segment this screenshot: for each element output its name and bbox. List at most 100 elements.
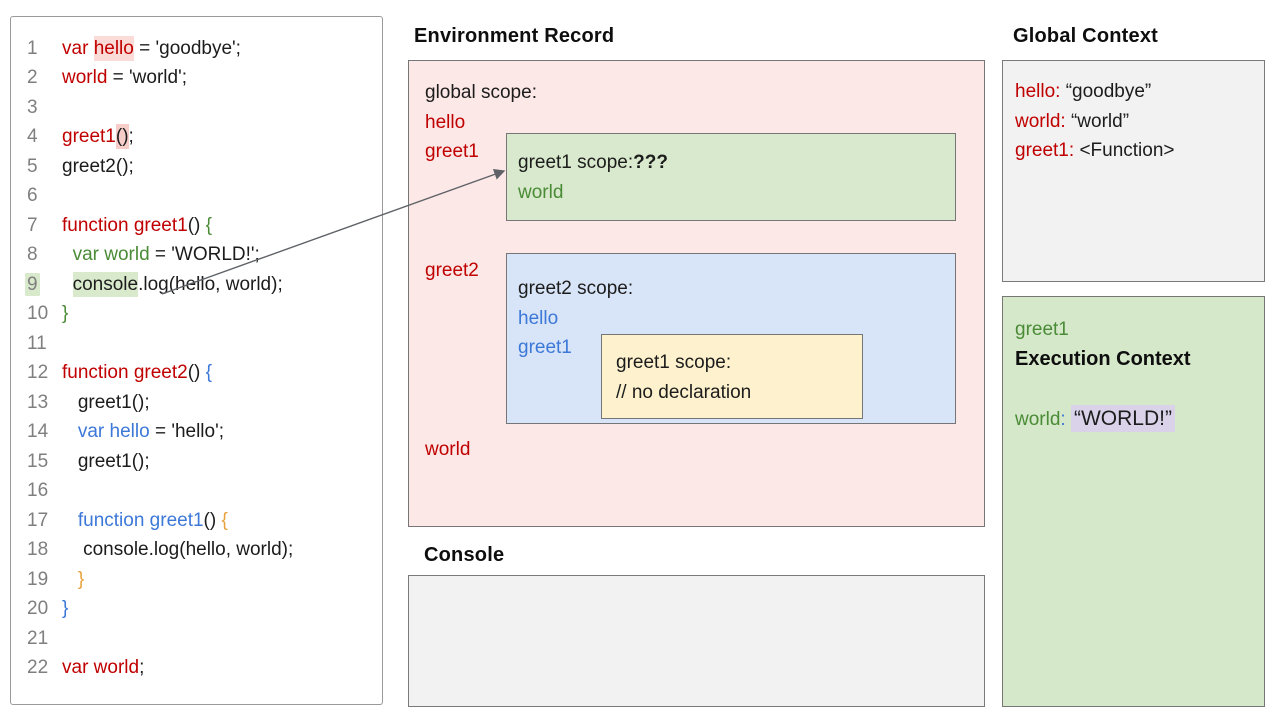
greet2-scope-var: greet1	[518, 337, 572, 358]
code-line-text: console.log(hello, world);	[62, 539, 293, 561]
code-segment: ()	[115, 124, 129, 150]
code-line-number: 19	[27, 568, 49, 590]
execution-context-box: greet1 Execution Context world: “WORLD!”	[1002, 296, 1265, 707]
code-line-text: }	[62, 598, 68, 620]
code-segment: world	[62, 67, 108, 89]
code-line: 11	[11, 329, 382, 359]
code-line-number: 2	[27, 67, 38, 89]
global-context-entries: hello: “goodbye”world: “world”greet1: <F…	[1015, 77, 1175, 166]
greet1-scope-var: world	[518, 181, 564, 203]
console-output-box	[408, 575, 985, 707]
code-segment: function greet1	[62, 214, 188, 236]
code-line: 21	[11, 624, 382, 654]
code-line-text: function greet2() {	[62, 362, 212, 384]
inner-greet1-scope-comment: // no declaration	[616, 381, 752, 403]
code-segment: greet1	[62, 126, 116, 148]
code-segment	[62, 242, 73, 267]
code-line: 9 console.log(hello, world);	[11, 270, 382, 300]
code-segment: hello	[93, 35, 134, 61]
code-segment: }	[77, 568, 85, 590]
code-line: 17 function greet1() {	[11, 506, 382, 536]
execution-context-entry: world: “WORLD!”	[1015, 404, 1191, 435]
code-segment: ()	[187, 214, 206, 236]
code-line-text: var world = 'WORLD!';	[62, 244, 260, 266]
code-line: 10}	[11, 300, 382, 330]
context-entry-value: “goodbye”	[1065, 81, 1152, 102]
code-segment: = 'hello';	[149, 421, 225, 443]
code-line: 6	[11, 182, 382, 212]
code-line-number: 11	[27, 332, 47, 354]
code-line-text: greet1();	[62, 124, 134, 150]
code-line-number: 10	[27, 303, 49, 325]
code-line-number: 7	[27, 214, 38, 236]
code-line-text: }	[62, 303, 68, 325]
code-segment: = 'goodbye';	[133, 37, 241, 59]
code-segment: .log(hello, world);	[138, 273, 283, 295]
greet2-scope-title: greet2 scope:	[518, 278, 634, 299]
code-segment: ;	[139, 657, 145, 679]
context-entry: greet1: <Function>	[1015, 136, 1175, 166]
code-segment: {	[205, 214, 212, 236]
code-line-number: 3	[27, 96, 38, 118]
environment-record-title: Environment Record	[414, 25, 615, 47]
code-segment: var world	[62, 657, 140, 679]
execution-context-value: “WORLD!”	[1070, 404, 1175, 432]
greet2-var-label: greet2	[425, 260, 479, 281]
console-title: Console	[424, 544, 505, 566]
execution-context-fn-name: greet1	[1015, 319, 1069, 340]
code-line: 16	[11, 477, 382, 507]
code-line: 13 greet1();	[11, 388, 382, 418]
code-segment: var hello	[77, 421, 150, 443]
code-line-number: 9	[25, 272, 40, 296]
code-line: 14 var hello = 'hello';	[11, 418, 382, 448]
code-line: 2 world = 'world';	[11, 64, 382, 94]
code-line-number: 22	[27, 657, 49, 679]
code-line: 3	[11, 93, 382, 123]
code-segment	[62, 272, 73, 297]
code-segment: greet1();	[62, 391, 150, 413]
code-line-text: }	[62, 569, 84, 591]
code-segment: }	[62, 598, 69, 620]
code-segment: ;	[128, 126, 134, 148]
execution-context-colon: :	[1060, 408, 1066, 430]
code-line-text: greet1();	[62, 392, 150, 414]
code-line-text: greet2();	[62, 156, 134, 178]
code-line: 5 greet2();	[11, 152, 382, 182]
code-segment: = 'world';	[107, 67, 187, 89]
code-segment: }	[62, 303, 69, 325]
code-segment	[62, 567, 78, 592]
code-line: 22 var world;	[11, 654, 382, 684]
global-var-label: hello	[425, 111, 466, 133]
context-entry-value: <Function>	[1079, 140, 1175, 161]
code-line-number: 1	[27, 37, 38, 59]
code-segment: {	[221, 509, 228, 531]
global-scope-label: global scope:	[425, 82, 537, 103]
context-entry-key: world:	[1015, 110, 1071, 132]
code-line-text: function greet1() {	[62, 215, 212, 237]
code-line-text: console.log(hello, world);	[62, 271, 283, 297]
code-line-number: 16	[27, 480, 49, 502]
context-entry: world: “world”	[1015, 107, 1175, 137]
greet1-scope-question: ???	[633, 152, 668, 173]
code-segment: var world	[72, 244, 150, 266]
greet1-scope-box: greet1 scope:??? world	[506, 133, 956, 221]
code-line: 8 var world = 'WORLD!';	[11, 241, 382, 271]
global-context-box: hello: “goodbye”world: “world”greet1: <F…	[1002, 60, 1265, 282]
code-line: 15 greet1();	[11, 447, 382, 477]
code-segment	[62, 419, 78, 444]
code-line: 7 function greet1() {	[11, 211, 382, 241]
code-segment: ()	[203, 509, 222, 531]
code-line-number: 5	[27, 155, 38, 177]
code-line-number: 15	[27, 450, 49, 472]
code-line-text: function greet1() {	[62, 510, 228, 532]
code-segment: ()	[187, 362, 206, 384]
inner-greet1-scope-box: greet1 scope: // no declaration	[601, 334, 863, 419]
global-context-title: Global Context	[1013, 25, 1159, 47]
